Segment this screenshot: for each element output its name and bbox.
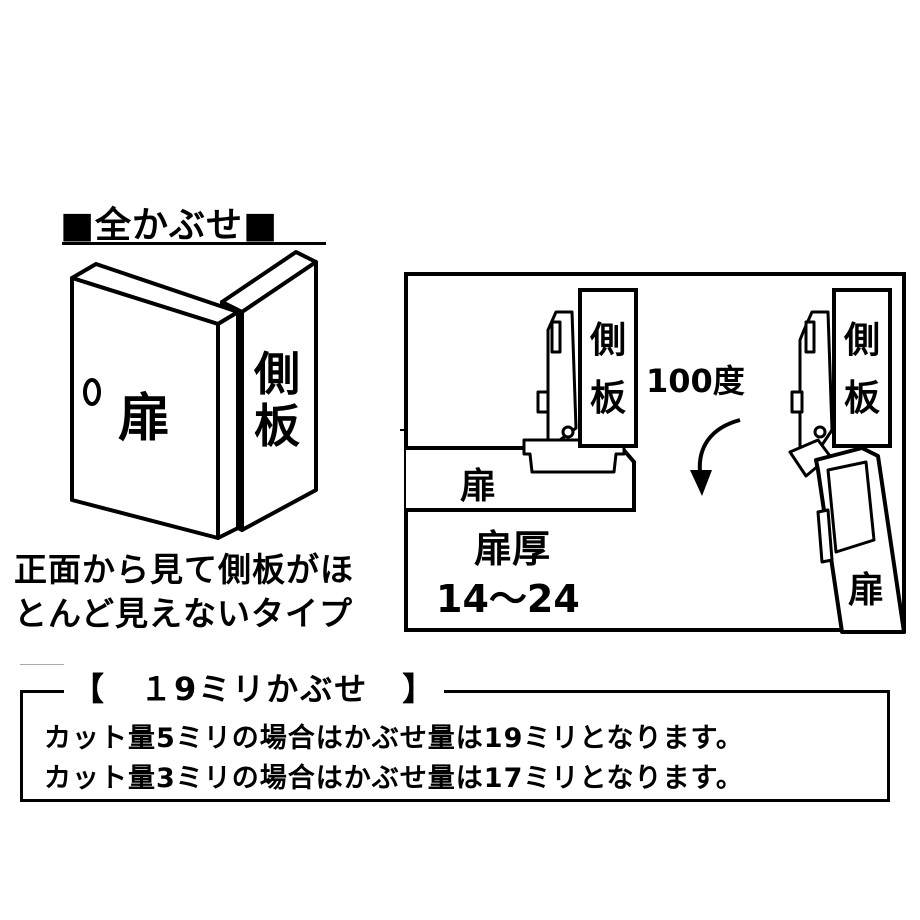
open-side-panel-label-top: 側 xyxy=(843,320,880,361)
hinge-closed xyxy=(522,310,626,474)
open-door-label: 扉 xyxy=(848,570,884,611)
side-panel-label-bottom: 板 xyxy=(254,399,300,453)
door-side xyxy=(216,310,240,540)
left-cabinet-illustration xyxy=(70,250,318,540)
closed-door-label: 扉 xyxy=(460,466,496,507)
thickness-range: 14～24 xyxy=(436,577,580,621)
closed-side-panel-label-top: 側 xyxy=(589,320,626,361)
thickness-label: 扉厚 xyxy=(474,527,550,571)
note-line-1: カット量5ミリの場合はかぶせ量は19ミリとなります。 xyxy=(44,723,744,754)
open-door xyxy=(814,446,906,634)
open-side-panel-label-bottom: 板 xyxy=(844,378,880,419)
caption-line-2: とんど見えないタイプ xyxy=(14,594,354,633)
title-underline xyxy=(62,242,326,245)
closed-side-panel xyxy=(578,288,638,448)
door-knob xyxy=(83,378,101,406)
door-label: 扉 xyxy=(118,389,170,449)
caption-line-1: 正面から見て側板がほ xyxy=(14,550,354,589)
rotation-arrow xyxy=(697,418,741,473)
door-front xyxy=(70,276,220,540)
side-panel-label-top: 側 xyxy=(253,347,300,401)
open-side-panel xyxy=(832,288,892,448)
angle-label: 100度 xyxy=(646,362,745,400)
note-line-2: カット量3ミリの場合はかぶせ量は17ミリとなります。 xyxy=(44,763,744,794)
rotation-arrowhead xyxy=(690,470,712,496)
hinge-open xyxy=(788,310,834,478)
caption: 正面から見て側板がほ とんど見えないタイプ xyxy=(14,548,354,636)
hinge-diagram: 扉 側 板 扉 側 板 100度 側 板 扉 扉厚 14～ xyxy=(70,250,906,634)
closed-side-panel-label-bottom: 板 xyxy=(590,378,626,419)
note-box xyxy=(20,690,890,802)
note-heading: 【 １9ミリかぶせ 】 xyxy=(64,664,445,710)
page-title: ■全かぶせ■ xyxy=(60,205,279,246)
